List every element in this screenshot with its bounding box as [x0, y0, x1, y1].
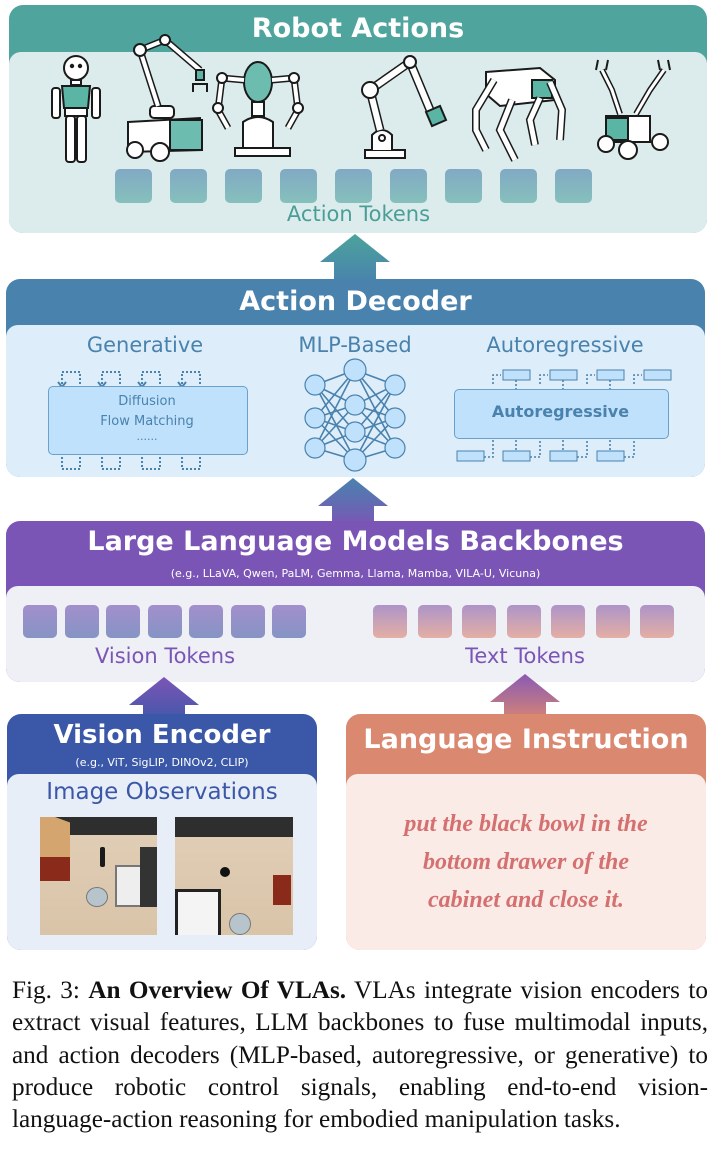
mlp-node	[384, 437, 406, 459]
action-token	[115, 169, 152, 203]
llm-title: Large Language Models Backbones	[87, 526, 624, 557]
action-token	[280, 169, 317, 203]
figure-caption: Fig. 3: An Overview Of VLAs. VLAs integr…	[12, 975, 708, 1136]
text-token	[506, 605, 541, 638]
mlp-network-icon	[304, 358, 406, 472]
language-instruction-panel: Language Instruction	[346, 714, 706, 950]
action-token	[170, 169, 207, 203]
llm-examples: (e.g., LLaVA, Qwen, PaLM, Gemma, Llama, …	[170, 567, 541, 580]
quadruped-robot-icon	[472, 66, 567, 162]
action-token	[555, 169, 592, 203]
generative-box-line-3: ......	[136, 430, 158, 443]
generative-title: Generative	[86, 333, 204, 357]
mlp-node	[304, 374, 326, 396]
mlp-node	[344, 394, 366, 416]
text-token	[417, 605, 452, 638]
industrial-arm-icon	[361, 55, 448, 159]
mlp-node	[384, 407, 406, 429]
autoregressive-title: Autoregressive	[486, 333, 644, 357]
robots-illustration	[51, 34, 671, 163]
vision-encoder-title: Vision Encoder	[53, 720, 271, 750]
action-decoder-title: Action Decoder	[239, 286, 472, 317]
mobile-manipulator-icon	[126, 34, 208, 162]
text-token	[551, 605, 585, 638]
vision-token	[189, 605, 223, 638]
image-observations-label: Image Observations	[46, 779, 278, 805]
action-token	[335, 169, 372, 203]
action-token	[500, 169, 537, 203]
vision-token	[147, 605, 182, 638]
humanoid-robot-icon	[51, 55, 101, 163]
text-token	[373, 605, 407, 638]
autoregressive-box	[454, 389, 669, 439]
dual-arm-rover-icon	[595, 59, 671, 160]
action-tokens-label: Action Tokens	[286, 202, 431, 226]
text-tokens-label: Text Tokens	[465, 644, 585, 668]
vision-token	[106, 605, 140, 638]
text-token	[462, 605, 496, 638]
language-instruction-title: Language Instruction	[363, 724, 689, 755]
mlp-node	[343, 358, 367, 382]
caption-prefix: Fig. 3:	[12, 977, 89, 1004]
generative-box-line-1: Diffusion	[118, 394, 176, 409]
action-token	[225, 169, 262, 203]
mlp-node	[384, 374, 406, 396]
instruction-text: put the black bowl in the bottom drawer …	[346, 805, 706, 919]
language-instruction-body	[346, 774, 706, 950]
instruction-line: bottom drawer of the	[422, 849, 629, 875]
dual-arm-robot-icon	[212, 61, 304, 157]
generative-box	[48, 386, 248, 455]
instruction-line: cabinet and close it.	[428, 887, 624, 913]
action-token	[390, 169, 427, 203]
robot-actions-title: Robot Actions	[251, 13, 465, 44]
autoregressive-flow-icon	[456, 369, 672, 462]
action-token	[445, 169, 482, 203]
vision-token	[64, 605, 99, 638]
arrow-up-icon	[320, 234, 390, 284]
text-token	[640, 605, 674, 638]
vision-encoder-examples: (e.g., ViT, SigLIP, DINOv2, CLIP)	[75, 756, 249, 769]
vision-tokens-label: Vision Tokens	[94, 644, 236, 668]
instruction-line: put the black bowl in the	[404, 811, 648, 837]
kitchen-scene-view-2	[175, 817, 293, 935]
mlp-node	[304, 407, 326, 429]
mlp-node	[304, 437, 326, 459]
arrow-up-icon	[318, 478, 388, 528]
mlp-based-title: MLP-Based	[298, 333, 412, 357]
mlp-edge	[354, 384, 396, 461]
mlp-edge	[314, 384, 356, 461]
caption-body: VLAs integrate vision encoders to extrac…	[12, 977, 708, 1134]
mlp-node	[344, 421, 366, 443]
vision-token	[23, 605, 57, 638]
mlp-node	[343, 448, 367, 472]
caption-title: An Overview Of VLAs.	[88, 977, 347, 1004]
vision-token	[230, 605, 265, 638]
text-token	[595, 605, 630, 638]
generative-box-line-2: Flow Matching	[100, 414, 194, 429]
autoregressive-box-label: Autoregressive	[491, 402, 630, 421]
kitchen-scene-view-1	[40, 817, 157, 935]
arrow-up-icon	[490, 674, 560, 724]
mlp-edge	[314, 369, 356, 449]
vision-token	[272, 605, 306, 638]
